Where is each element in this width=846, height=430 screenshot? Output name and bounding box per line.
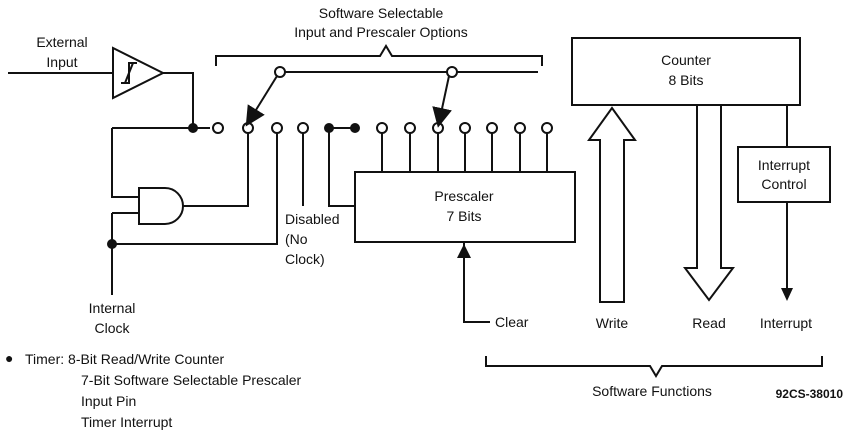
external-input-label-line2: Input [46,54,77,70]
notes-line2: 7-Bit Software Selectable Prescaler [81,372,302,388]
interrupt-control-block [737,146,831,203]
junction-node [188,123,198,133]
switch-contact [271,122,283,134]
clear-arrow [457,244,471,258]
prescaler-label-line1: Prescaler [434,188,493,204]
options-brace [215,44,543,66]
software-functions-brace [485,356,823,378]
prescaler-label-line2: 7 Bits [446,208,481,224]
and-gate-output-wire [183,128,249,207]
interrupt-label: Interrupt [760,315,812,331]
clear-label: Clear [495,314,529,330]
internal-clock-label-line2: Clock [94,320,130,336]
options-title-line1: Software Selectable [319,5,444,21]
disabled-label-line3: Clock) [285,251,325,267]
and-gate-input-a-wire [111,128,139,198]
clear-wire [463,258,490,323]
internal-clock-to-switch-wire [112,128,278,245]
switch-contact [242,122,254,134]
software-functions-label: Software Functions [592,383,712,399]
disabled-label-line2: (No [285,231,308,247]
counter-label-line2: 8 Bits [668,72,703,88]
switch-contact [212,122,224,134]
write-arrow [587,106,637,303]
read-arrow [683,104,735,302]
external-input-label-line1: External [36,34,87,50]
figure-code: 92CS-38010 [776,387,844,401]
disabled-label-line1: Disabled [285,211,339,227]
input-switch-arm [245,75,278,127]
notes-line1: Timer: 8-Bit Read/Write Counter [25,351,225,367]
prescaler-input-wire [328,128,355,207]
prescaler-switch-arm [432,75,452,128]
schmitt-trigger-buffer [112,46,166,100]
buffer-output-wire [163,72,194,128]
switch-contact-disabled [297,122,309,134]
notes-bullet: ● [5,350,13,366]
and-gate [138,187,184,225]
prescaler-switch-pivot [446,66,458,78]
notes-line3: Input Pin [81,393,136,409]
interrupt-arrow [781,288,793,301]
prescaler-taps [376,122,553,172]
interrupt-control-label-line1: Interrupt [758,157,810,173]
write-label: Write [596,315,629,331]
prescaler-block [354,171,576,243]
notes-line4: Timer Interrupt [81,414,172,430]
interrupt-control-label-line2: Control [761,176,806,192]
input-switch-pivot [274,66,286,78]
read-label: Read [692,315,725,331]
counter-block [571,37,801,106]
options-title-line2: Input and Prescaler Options [294,24,468,40]
internal-clock-label-line1: Internal [89,300,136,316]
counter-label-line1: Counter [661,52,711,68]
